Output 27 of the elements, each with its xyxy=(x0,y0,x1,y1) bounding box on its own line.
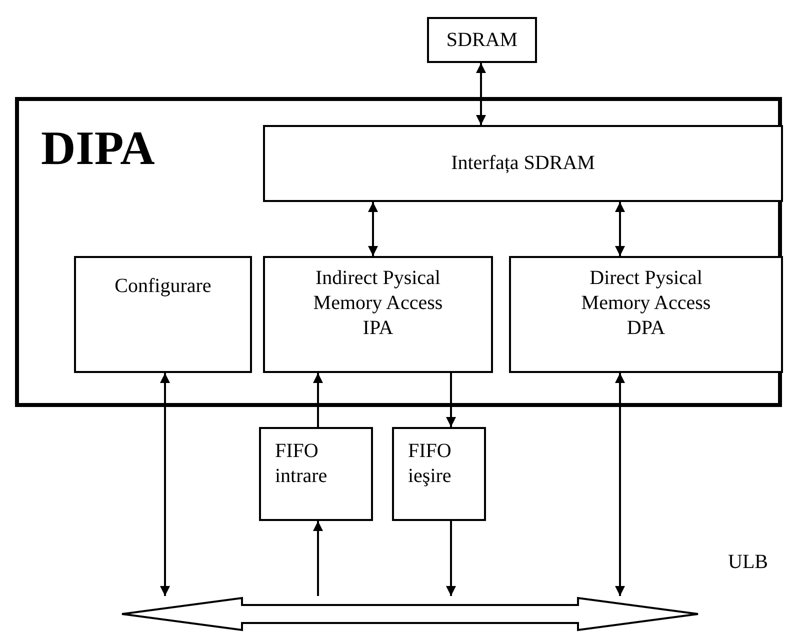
block-label: Indirect Pysical Memory Access IPA xyxy=(312,266,444,341)
arrow xyxy=(476,63,486,125)
arrow xyxy=(615,202,625,256)
block-label: Configurare xyxy=(114,274,212,299)
module-title: DIPA xyxy=(41,121,155,177)
module-frame xyxy=(15,97,782,407)
block-label: SDRAM xyxy=(446,28,518,52)
block-box xyxy=(427,17,537,63)
block-box xyxy=(392,427,486,521)
block-label: Direct Pysical Memory Access DPA xyxy=(580,266,712,341)
arrow xyxy=(446,521,456,596)
arrow xyxy=(615,373,625,596)
bus-arrow xyxy=(120,596,700,632)
bus-label: ULB xyxy=(728,551,768,574)
block-label: Interfața SDRAM xyxy=(451,151,595,176)
block-box xyxy=(509,256,783,373)
block-label: FIFO intrare xyxy=(275,439,328,489)
block-label: FIFO ieşire xyxy=(408,439,452,489)
block-box xyxy=(259,427,373,521)
arrow xyxy=(160,373,170,596)
block-box xyxy=(74,256,252,373)
block-box xyxy=(263,256,493,373)
arrow xyxy=(313,373,323,427)
arrow xyxy=(446,373,456,427)
arrow xyxy=(313,521,323,596)
arrow xyxy=(368,202,378,256)
block-box xyxy=(263,125,783,202)
